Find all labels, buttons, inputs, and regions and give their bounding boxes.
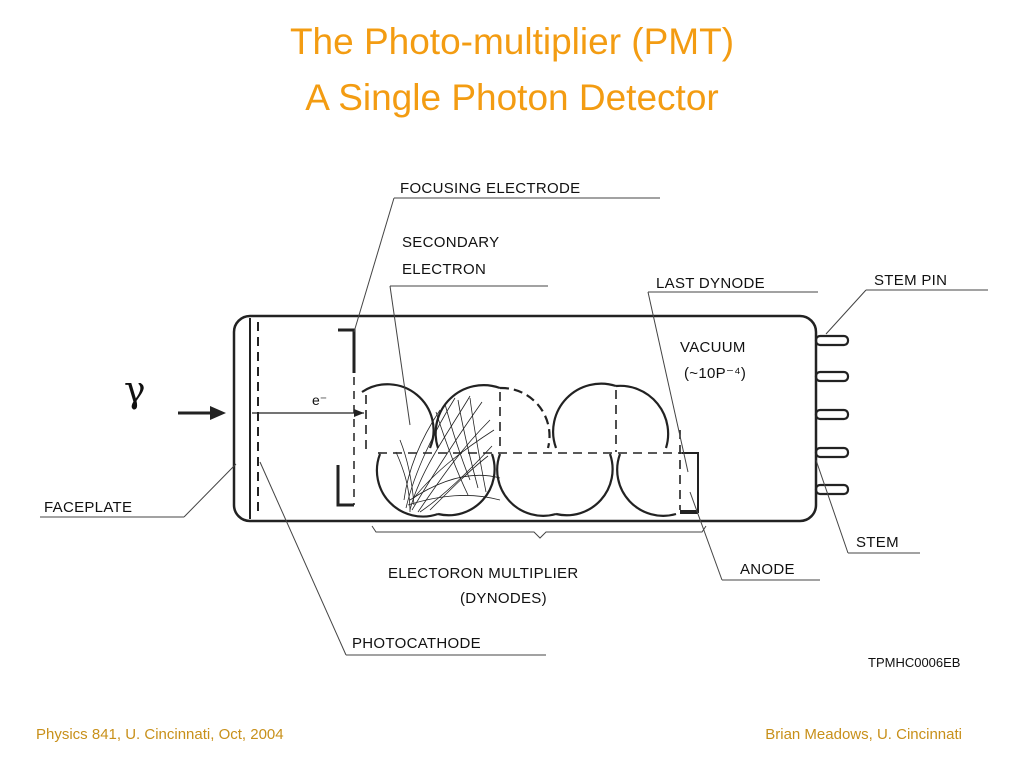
label-vacuum-1: VACUUM	[680, 339, 746, 356]
label-figure-code: TPMHC0006EB	[868, 655, 960, 670]
label-stem: STEM	[856, 534, 899, 551]
label-secondary-electron-2: ELECTRON	[402, 261, 486, 278]
electron-symbol: e⁻	[312, 392, 327, 408]
label-multiplier-1: ELECTORON MULTIPLIER	[388, 565, 578, 582]
label-focusing-electrode: FOCUSING ELECTRODE	[400, 180, 580, 197]
dynode-upper	[361, 382, 670, 449]
focusing-electrode	[336, 328, 356, 507]
anode	[682, 452, 699, 513]
slide-title-line1: The Photo-multiplier (PMT)	[289, 21, 735, 62]
gamma-symbol: γ	[124, 370, 146, 411]
label-secondary-electron-1: SECONDARY	[402, 234, 499, 251]
stem-pins	[814, 334, 850, 496]
label-multiplier-2: (DYNODES)	[460, 590, 547, 607]
dynode-lower	[375, 453, 677, 518]
label-faceplate: FACEPLATE	[44, 499, 132, 516]
label-anode: ANODE	[740, 561, 795, 578]
footer-right: Brian Meadows, U. Cincinnati	[765, 726, 962, 743]
tube-envelope	[232, 314, 818, 523]
label-vacuum-2: (~10P⁻⁴)	[684, 365, 746, 382]
footer-left: Physics 841, U. Cincinnati, Oct, 2004	[36, 726, 284, 743]
label-last-dynode: LAST DYNODE	[656, 275, 765, 292]
secondary-electrons	[395, 395, 501, 513]
slide-title-line2: A Single Photon Detector	[305, 77, 719, 118]
leader-lines	[40, 197, 988, 656]
label-stem-pin: STEM PIN	[874, 272, 947, 289]
label-photocathode: PHOTOCATHODE	[352, 635, 481, 652]
